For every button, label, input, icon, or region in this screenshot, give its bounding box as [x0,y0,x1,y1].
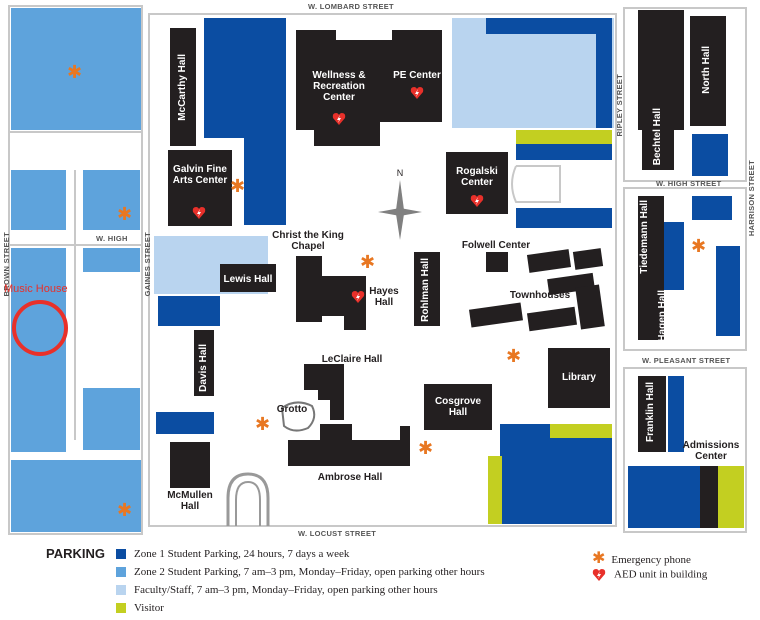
street-pleasant: W. PLEASANT STREET [642,356,731,365]
aed-heart-icon [470,195,484,207]
building-mccarthy-hall [170,28,196,146]
street-high-east: W. HIGH STREET [656,179,722,188]
label-pe-center: PE Center [393,70,441,81]
building-franklin-hall [638,376,666,452]
parking-visitor-rogalski [516,130,612,144]
label-townhouses: Townhouses [509,290,571,301]
parking-faculty-north [452,18,614,128]
building-townhouses [469,248,605,332]
emergency-phone-icon: ✱ [117,204,133,225]
legend-item-phone: ✱Emergency phone [592,548,691,567]
label-hayes-hall: Hayes Hall [369,286,399,308]
label-north-hall: North Hall [701,46,712,94]
label-mccarthy-hall: McCarthy Hall [177,54,188,121]
label-christ-king-chapel: Christ the King Chapel [272,230,344,252]
campus-map-graphics [8,5,747,535]
building-lewis-hall [220,264,276,292]
building-bechtel-hall [642,100,674,170]
label-wellness-center: Wellness & Recreation Center [312,70,366,103]
label-folwell-center: Folwell Center [461,240,531,251]
parking-zone1-library [500,424,612,524]
emergency-phone-icon: ✱ [360,252,376,273]
emergency-phone-icon: ✱ [418,438,434,459]
campus-map: W. LOMBARD STREET W. LOCUST STREET W. HI… [2,2,756,538]
legend: PARKING Zone 1 Student Parking, 24 hours… [0,540,760,620]
emergency-phone-icon: ✱ [691,236,707,257]
emergency-phone-icon: ✱ [67,62,83,83]
aed-heart-icon [592,569,606,581]
legend-swatch-visitor [116,603,126,614]
grotto-shape [280,401,316,432]
legend-item-zone2: Zone 2 Student Parking, 7 am–3 pm, Monda… [116,566,485,578]
label-rogalski-center: Rogalski Center [456,166,498,188]
label-franklin-hall: Franklin Hall [645,382,656,443]
label-leclaire-hall: LeClaire Hall [321,354,383,365]
music-house-circle-marker [12,300,68,356]
legend-title: PARKING [46,546,105,561]
label-galvin-fine-arts: Galvin Fine Arts Center [172,164,228,186]
building-ambrose-hall [288,424,410,466]
parking-zone1-mccarthy [204,18,286,138]
label-bechtel-hall: Bechtel Hall [652,108,663,166]
compass-north-label: N [396,168,404,178]
building-davis-hall [194,330,214,396]
legend-item-zone1: Zone 1 Student Parking, 24 hours, 7 days… [116,548,349,560]
label-lewis-hall: Lewis Hall [223,274,273,285]
street-gaines: GAINES STREET [143,232,152,297]
building-folwell-center [486,252,508,272]
emergency-phone-icon: ✱ [255,414,271,435]
label-library: Library [562,372,596,383]
building-north-hall [690,16,726,126]
building-library [548,348,610,408]
legend-swatch-zone1 [116,549,126,560]
aed-heart-icon [410,87,424,99]
aed-heart-icon [192,207,206,219]
legend-item-faculty: Faculty/Staff, 7 am–3 pm, Monday–Friday,… [116,584,438,596]
emergency-phone-icon: ✱ [506,346,522,367]
music-house-label: Music House [4,283,68,295]
label-grotto: Grotto [276,404,308,415]
legend-swatch-zone2 [116,567,126,578]
emergency-phone-icon: ✱ [592,548,606,567]
street-lombard: W. LOMBARD STREET [308,2,394,11]
building-christ-king-chapel [296,256,366,330]
building-admissions-center [700,466,718,528]
aed-heart-icon [332,113,346,125]
label-tiedemann-hall: Tiedemann Hall [639,200,650,274]
label-mcmullen-hall: McMullen Hall [167,490,213,512]
building-mcmullen-hall [170,442,210,488]
emergency-phone-icon: ✱ [230,176,246,197]
label-cosgrove-hall: Cosgrove Hall [434,396,482,418]
building-cosgrove-hall [424,384,492,430]
label-hagen-hall: Hagen Hall [657,290,668,342]
compass-icon [378,180,422,240]
street-harrison: HARRISON STREET [747,160,756,237]
building-rohlman-hall [414,252,440,326]
emergency-phone-icon: ✱ [117,500,133,521]
legend-swatch-faculty [116,585,126,596]
street-locust: W. LOCUST STREET [298,529,377,538]
building-tiedemann-hall [638,196,664,340]
aed-heart-icon [351,291,365,303]
building-leclaire-hall [304,364,344,420]
label-rohlman-hall: Rohlman Hall [420,258,431,322]
street-ripley: RIPLEY STREET [615,74,624,137]
legend-item-aed: AED unit in building [592,568,707,582]
parking-zone1-galvin [244,120,286,225]
label-davis-hall: Davis Hall [198,344,209,392]
building-wellness-center [296,30,442,146]
label-ambrose-hall: Ambrose Hall [317,472,383,483]
street-high-west: W. HIGH [96,234,128,243]
legend-item-visitor: Visitor [116,602,164,614]
label-admissions-center: Admissions Center [682,440,740,462]
